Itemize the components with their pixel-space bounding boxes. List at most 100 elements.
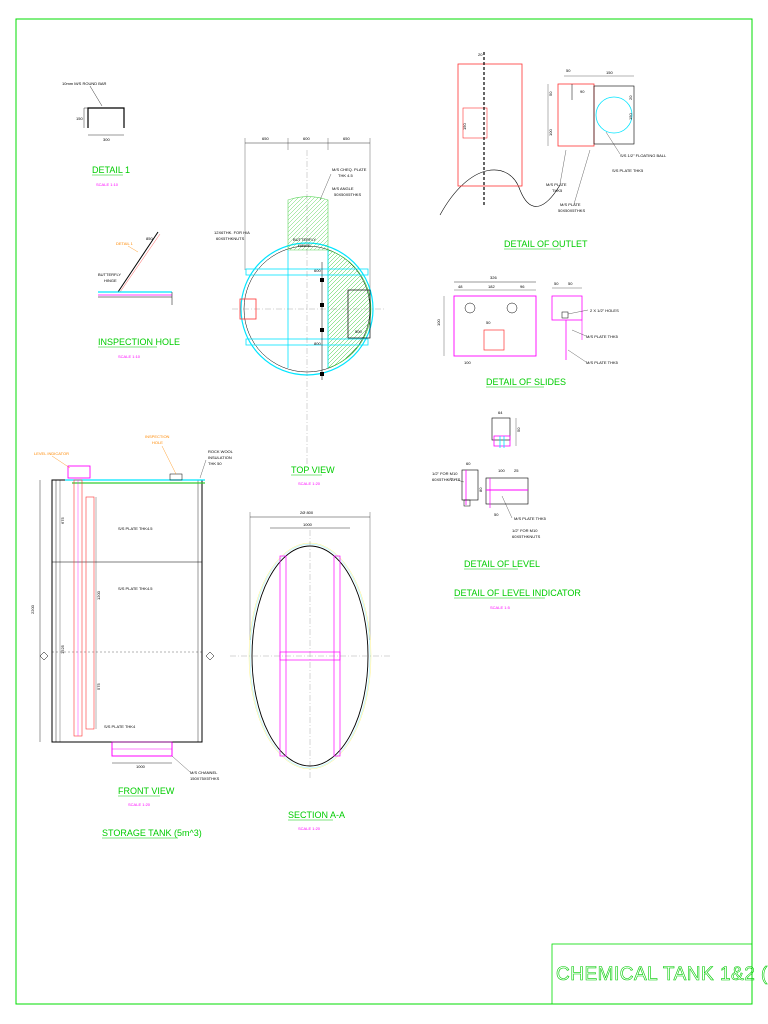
outlet-dim-c: 50 xyxy=(566,68,571,73)
frontview-tank-body xyxy=(51,479,203,743)
topview-dim-3: 650 xyxy=(343,136,350,141)
frontview-dim-total: 2200 xyxy=(30,604,35,614)
slides-dim-a: 48 xyxy=(458,284,463,289)
topview-note-flat2: 60X5THKNUTS xyxy=(216,236,245,241)
frontview-note-rock2: INSULATION xyxy=(208,455,232,460)
outlet-note-ms4: 50X50X5THKS xyxy=(558,208,585,213)
topview-note-angle1: M/S ANGLE xyxy=(332,186,354,191)
slides-dim-c: 96 xyxy=(520,284,525,289)
topview-dim-inner: 600 xyxy=(314,268,321,273)
frontview-note-insp2: HOLE xyxy=(152,440,163,445)
topview-scale: SCALE 1:20 xyxy=(298,481,321,486)
inspection-scale: SCALE 1:10 xyxy=(118,354,141,359)
frontview-scale: SCALE 1:20 xyxy=(128,802,151,807)
outlet-note-ms3: M/S PLATE xyxy=(560,202,581,207)
outlet-note-ms1: M/S PLATE xyxy=(546,182,567,187)
frontview-dim-mid: 1200 xyxy=(96,590,101,600)
topview-note-flat1: 12X6THK. FOR H/A xyxy=(214,230,250,235)
frontview-dim-bot: 575 xyxy=(96,683,101,690)
topview-dim-inner2: 800 xyxy=(314,341,321,346)
outlet-dim-h: 150 xyxy=(628,113,633,120)
section-title: SECTION A-A xyxy=(288,810,345,820)
slides-dim-b: 182 xyxy=(488,284,495,289)
topview-dim-box: 500 xyxy=(355,329,362,334)
frontview-note-plate-b: S/S PLATE THK4.5 xyxy=(118,586,153,591)
outlet-note-ball: S/S 1/2" FLOATING BALL xyxy=(620,153,667,158)
detail-1: 10mm M/S ROUND BAR 300 150 DETAIL 1 SCAL… xyxy=(62,81,130,187)
frontview-dim-base: 1000 xyxy=(136,764,146,769)
frontview-dim-low: 1525 xyxy=(60,644,65,654)
slides-plate xyxy=(453,295,537,357)
slides-dim-e: 100 xyxy=(464,360,471,365)
slides-dim-f: 50 xyxy=(554,281,559,286)
level-title2: DETAIL OF LEVEL INDICATOR xyxy=(454,588,581,598)
frontview-note-plate-c: S/S PLATE THK4 xyxy=(104,724,136,729)
level-dim-d: 100 xyxy=(498,468,505,473)
detail1-dim-v: 150 xyxy=(76,116,83,121)
frontview-dim-upper: 675 xyxy=(60,517,65,524)
slides-dim-h: 100 xyxy=(436,319,441,326)
level-dim-e: 25 xyxy=(514,468,519,473)
inspection-detail-ref: DETAIL 1 xyxy=(116,241,134,246)
inspection-note2: HINGE xyxy=(104,278,117,283)
front-view: 2200 675 1525 1200 575 1000 LEVEL INDICA… xyxy=(30,434,234,839)
level-note-bolt5: M/S PLATE THK5 xyxy=(514,516,547,521)
outlet-dim-d: 150 xyxy=(606,70,613,75)
outlet-float-ball xyxy=(595,96,633,134)
topview-dim-2: 600 xyxy=(303,136,310,141)
detail-of-level: 64 50 60 100 25 80 50 1/2" FOR M10 60X5T… xyxy=(432,410,581,610)
level-dim-c: 80 xyxy=(478,487,483,492)
detail-of-outlet: 20 150 50 150 90 50 100 150 20 S/S 1/2" … xyxy=(439,52,667,250)
sheet-title: CHEMICAL TANK 1&2 (5m^3) xyxy=(556,964,768,985)
section-a-a: 2Ø 800 1000 SECTION A-A SCALE 1:20 xyxy=(230,510,390,831)
slides-title: DETAIL OF SLIDES xyxy=(486,377,566,387)
topview-title: TOP VIEW xyxy=(291,465,335,475)
level-note-bolt3: 1/2" FOR M10 xyxy=(512,528,538,533)
frontview-note-rock1: ROCK WOOL xyxy=(208,449,234,454)
sheet-border xyxy=(15,18,753,1005)
outlet-dim-f: 50 xyxy=(548,91,553,96)
outlet-dim-i: 20 xyxy=(628,95,633,100)
topview-note-plate2: THK 4.5 xyxy=(338,173,353,178)
frontview-note-channel1: M/S CHANNEL xyxy=(190,770,218,775)
level-note-bolt1: 1/2" FOR M10 xyxy=(432,471,458,476)
topview-note-hinge1: BUTTERFLY xyxy=(293,237,316,242)
section-dim-top: 2Ø 800 xyxy=(300,510,314,515)
slides-note-holes: 2 X 1/2" HOLES xyxy=(590,308,619,313)
frontview-level-head xyxy=(67,465,91,479)
frontview-note-plate-a: S/S PLATE THK4.5 xyxy=(118,526,153,531)
outlet-dim-b: 150 xyxy=(462,123,467,130)
level-scale: SCALE 1:5 xyxy=(490,605,511,610)
frontview-note-channel2: 150X75X5THKS xyxy=(190,776,220,781)
outlet-note-ms2: THK5 xyxy=(552,188,563,193)
top-view: 650 600 650 M/S CHEQ. PLATE THK 4.5 M/S … xyxy=(214,136,384,486)
topview-hatch-top xyxy=(287,196,329,251)
outlet-note-plate1: S/S PLATE THK5 xyxy=(612,168,644,173)
slides-dim-d: 50 xyxy=(486,320,491,325)
frontview-note-level: LEVEL INDICATOR xyxy=(34,451,69,456)
title-block: CHEMICAL TANK 1&2 (5m^3) xyxy=(551,943,768,1005)
inspection-dim: 850 xyxy=(146,236,153,241)
topview-note-plate1: M/S CHEQ. PLATE xyxy=(332,167,367,172)
level-dim-f: 50 xyxy=(494,512,499,517)
frontview-note-rock3: THK 50 xyxy=(208,461,222,466)
level-dim-b: 60 xyxy=(466,461,471,466)
detail1-title: DETAIL 1 xyxy=(92,165,130,175)
topview-note-angle2: 50X50X5THKS xyxy=(334,192,361,197)
level-note-bolt2: 60X5THKNUTS xyxy=(432,477,461,482)
topview-hatch-right xyxy=(327,249,372,369)
slides-dim-total: 326 xyxy=(490,275,497,280)
frontview-subtitle: STORAGE TANK (5m^3) xyxy=(102,828,202,838)
level-note-bolt4: 60X5THKNUTS xyxy=(512,534,541,539)
level-title: DETAIL OF LEVEL xyxy=(464,559,540,569)
level-dim-a: 64 xyxy=(498,410,503,415)
inspection-title: INSPECTION HOLE xyxy=(98,337,180,347)
inspection-note1: BUTTERFLY xyxy=(98,272,121,277)
frontview-note-insp1: INSPECTION xyxy=(145,434,170,439)
slides-note-plate2: M/S PLATE THK5 xyxy=(586,360,619,365)
slides-note-plate1: M/S PLATE THK5 xyxy=(586,334,619,339)
outlet-title: DETAIL OF OUTLET xyxy=(504,239,588,249)
round-bar-shape xyxy=(87,107,125,128)
outlet-dim-e: 90 xyxy=(580,89,585,94)
